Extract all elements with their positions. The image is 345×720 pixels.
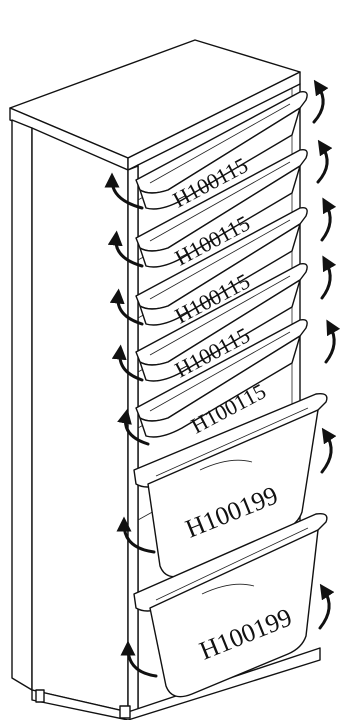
bin-shallow-1 [135,90,308,210]
curved-arrow-icon [117,408,150,446]
bin-shallow-5 [135,318,308,438]
curved-arrow-icon [109,288,144,326]
curved-arrow-icon [318,583,335,630]
curved-arrow-icon [320,427,337,474]
curved-arrow-icon [107,230,144,268]
curved-arrow-icon [324,319,341,364]
curved-arrow-icon [104,172,144,210]
bin-deep-1 [133,392,328,578]
bin-shallow-4 [135,262,308,382]
curved-arrow-icon [312,79,329,124]
curved-arrow-icon [316,139,333,184]
deep-bins [133,392,328,698]
curved-arrow-icon [120,640,158,678]
cabinet-left-side [11,119,33,691]
bin-deep-2 [133,512,328,698]
motion-arrows [104,79,341,678]
curved-arrow-icon [320,197,337,242]
curved-arrow-icon [116,516,156,554]
cabinet-side-face [31,127,129,713]
shallow-bins [135,90,308,438]
bin-shallow-2 [135,148,308,268]
bin-shallow-3 [135,206,308,326]
curved-arrow-icon [111,344,144,382]
curved-arrow-icon [320,255,337,300]
